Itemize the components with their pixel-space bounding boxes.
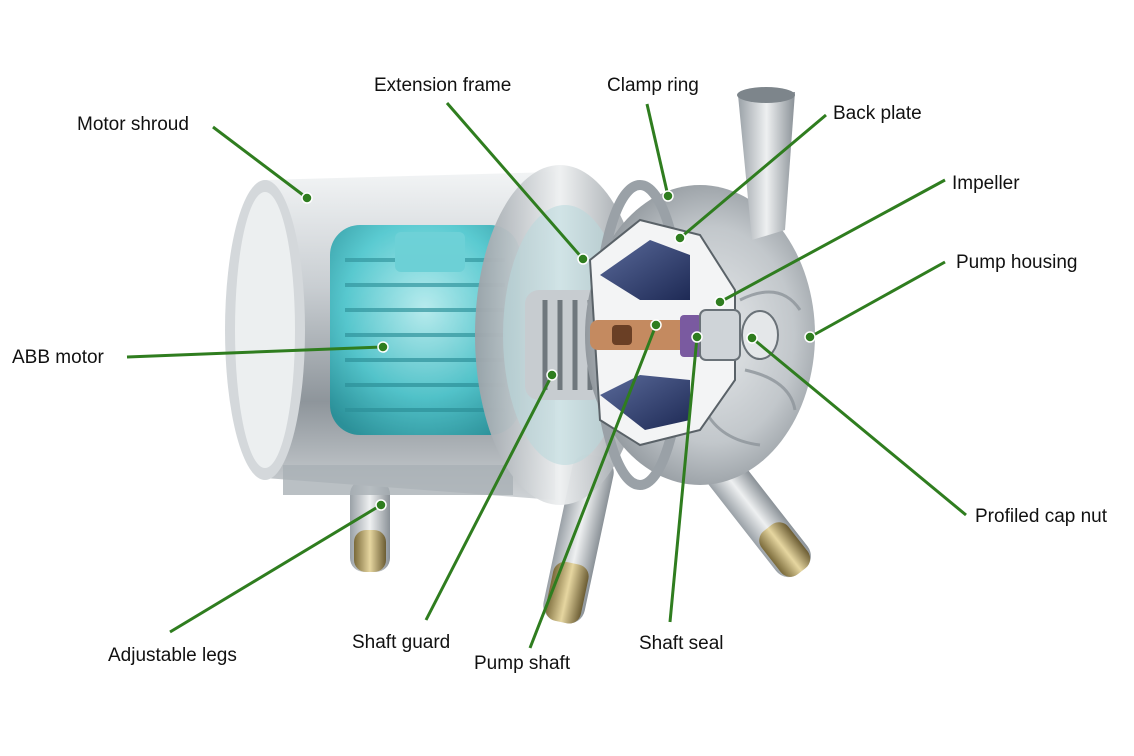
label-motor-shroud: Motor shroud [77,114,189,135]
leader-shaft-seal [668,331,703,623]
label-extension-frame: Extension frame [374,75,511,96]
leader-abb-motor [126,341,389,359]
label-profiled-cap-nut: Profiled cap nut [975,506,1108,527]
label-adjustable-legs: Adjustable legs [108,645,237,666]
leader-impeller [714,178,946,308]
leader-clamp-ring [645,103,674,202]
label-shaft-seal: Shaft seal [639,633,724,654]
pump-illustration [225,87,815,624]
label-clamp-ring: Clamp ring [607,75,699,96]
leader-motor-shroud [212,125,313,204]
abb-motor-graphic [330,225,520,435]
leader-lines [126,102,967,649]
label-shaft-guard: Shaft guard [352,632,450,653]
label-impeller: Impeller [952,173,1020,194]
label-pump-housing: Pump housing [956,252,1077,273]
leader-shaft-guard [424,369,558,621]
label-back-plate: Back plate [833,103,922,124]
labels: Motor shroud Extension frame Clamp ring … [12,75,1108,674]
leader-pump-shaft [528,319,662,649]
leader-pump-housing [804,260,946,343]
leader-extension-frame [445,102,589,265]
leader-profiled-cap-nut [746,332,967,517]
leader-back-plate [674,113,827,244]
label-pump-shaft: Pump shaft [474,653,571,674]
cutaway-section-graphic [588,218,779,447]
leader-adjustable-legs [169,499,387,634]
label-abb-motor: ABB motor [12,347,105,368]
